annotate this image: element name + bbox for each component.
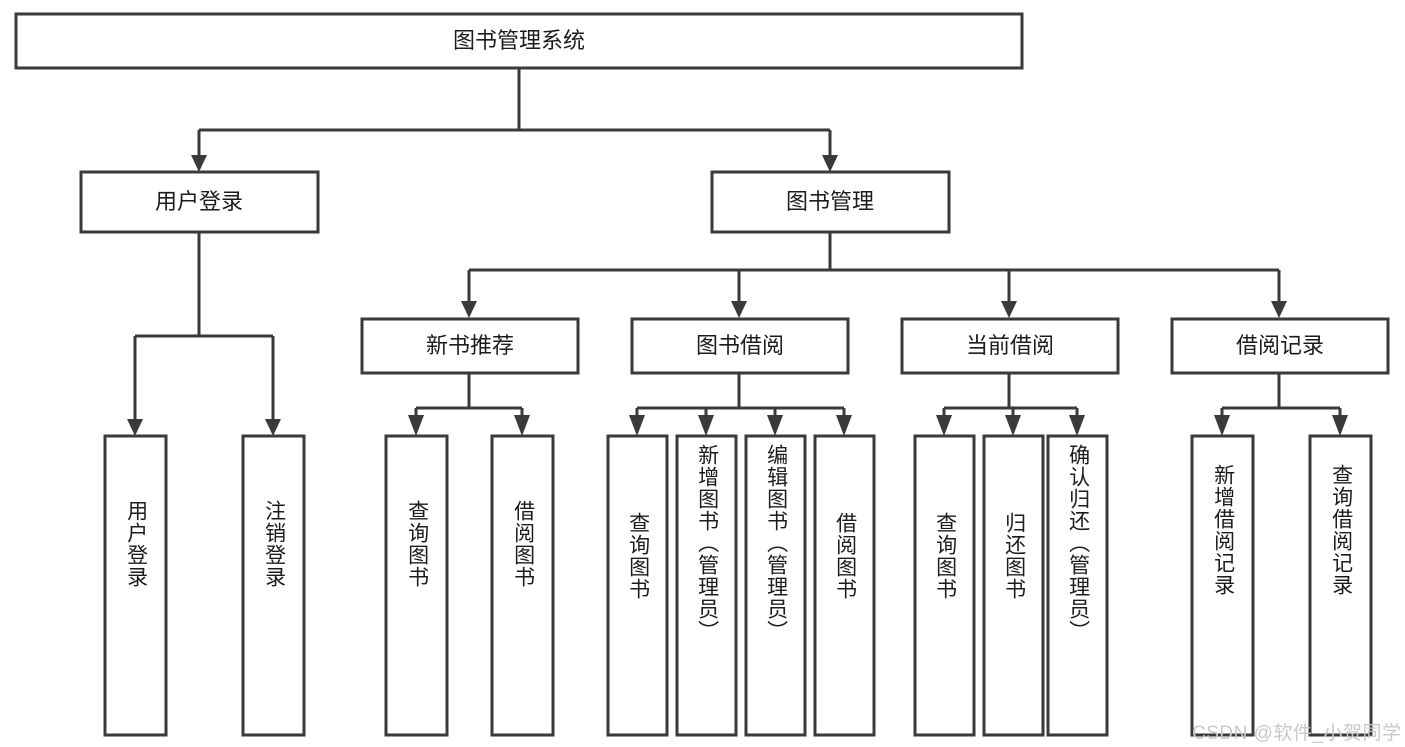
- node-borrow-record-label: 借阅记录: [1236, 333, 1324, 358]
- leaf-box-recommend-0[interactable]: [384, 434, 449, 737]
- leaf-box-current-1[interactable]: [982, 434, 1045, 737]
- node-root-label: 图书管理系统: [453, 28, 585, 53]
- node-book-borrow-label: 图书借阅: [696, 333, 784, 358]
- node-current-borrow-label: 当前借阅: [966, 333, 1054, 358]
- connector-layer: [127, 68, 1348, 436]
- arrowhead-recommend-leaf2: [514, 415, 530, 436]
- arrowhead-user-login: [191, 155, 207, 172]
- node-new-book-recommend-label: 新书推荐: [426, 333, 514, 358]
- node-layer: 图书管理系统 用户登录 图书管理 新书推荐 图书借阅 当前借阅 借阅记录: [14, 12, 1390, 737]
- arrowhead-borrow-leaf3: [767, 415, 783, 436]
- node-borrow-record-box[interactable]: [1170, 317, 1390, 375]
- arrowhead-current-leaf2: [1005, 415, 1021, 436]
- leaf-box-record-1[interactable]: [1308, 434, 1373, 737]
- arrowhead-c1: [461, 301, 477, 318]
- arrowhead-record-leaf1: [1214, 415, 1230, 436]
- arrowhead-book-mgmt: [822, 155, 838, 172]
- arrowhead-borrow-leaf2: [698, 415, 714, 436]
- leaf-box-record-0[interactable]: [1190, 434, 1255, 737]
- arrowhead-c3: [1001, 301, 1017, 318]
- leaf-box-user-login-1[interactable]: [241, 434, 306, 737]
- leaf-box-current-0[interactable]: [913, 434, 976, 737]
- arrowhead-record-leaf2: [1332, 415, 1348, 436]
- arrowhead-c2: [731, 301, 747, 318]
- node-root-box[interactable]: [14, 12, 1024, 70]
- arrowhead-current-leaf1: [936, 415, 952, 436]
- leaf-box-current-2[interactable]: [1046, 434, 1109, 737]
- arrowhead-recommend-leaf1: [408, 415, 424, 436]
- node-book-mgmt-label: 图书管理: [786, 189, 874, 214]
- leaf-box-borrow-0[interactable]: [606, 434, 669, 737]
- node-new-book-recommend-box[interactable]: [360, 317, 580, 375]
- node-book-mgmt-box[interactable]: [710, 170, 951, 234]
- leaf-box-borrow-2[interactable]: [744, 434, 807, 737]
- node-user-login-label: 用户登录: [155, 189, 243, 214]
- node-current-borrow-box[interactable]: [900, 317, 1120, 375]
- arrowhead-c4: [1271, 301, 1287, 318]
- node-book-borrow-box[interactable]: [630, 317, 850, 375]
- leaf-box-user-login-0[interactable]: [103, 434, 168, 737]
- arrowhead-borrow-leaf1: [629, 415, 645, 436]
- arrowhead-userlogin-leaf2: [265, 419, 281, 436]
- arrowhead-borrow-leaf4: [836, 415, 852, 436]
- arrowhead-userlogin-leaf1: [127, 419, 143, 436]
- leaf-box-recommend-1[interactable]: [490, 434, 555, 737]
- leaf-box-borrow-3[interactable]: [813, 434, 876, 737]
- leaf-box-borrow-1[interactable]: [675, 434, 738, 737]
- arrowhead-current-leaf3: [1069, 415, 1085, 436]
- node-user-login-box[interactable]: [79, 170, 320, 234]
